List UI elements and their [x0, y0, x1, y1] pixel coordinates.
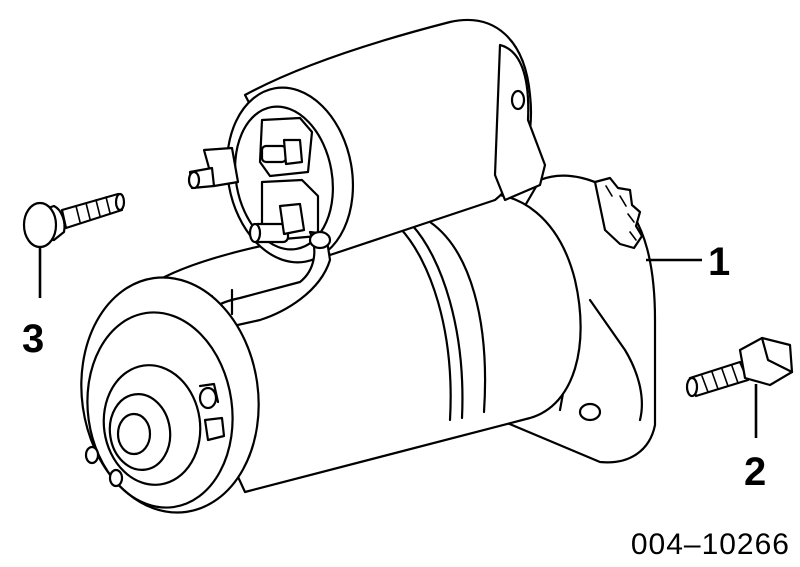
starter-motor — [80, 19, 657, 514]
flange-bolt-hole — [578, 402, 602, 422]
solenoid-terminal-upper — [187, 116, 314, 190]
pinion-gear — [593, 176, 644, 250]
leader-lines — [38, 247, 758, 438]
mounting-bolt-3 — [22, 192, 126, 249]
callout-1: 1 — [708, 240, 730, 284]
mounting-bolt-2 — [685, 336, 794, 398]
callout-2: 2 — [744, 450, 766, 494]
solenoid-terminal-lower — [248, 178, 320, 244]
rear-end-frame — [80, 276, 260, 514]
callout-3: 3 — [22, 317, 44, 361]
diagram-code: 004–10266 — [631, 528, 790, 561]
solenoid — [187, 19, 547, 264]
